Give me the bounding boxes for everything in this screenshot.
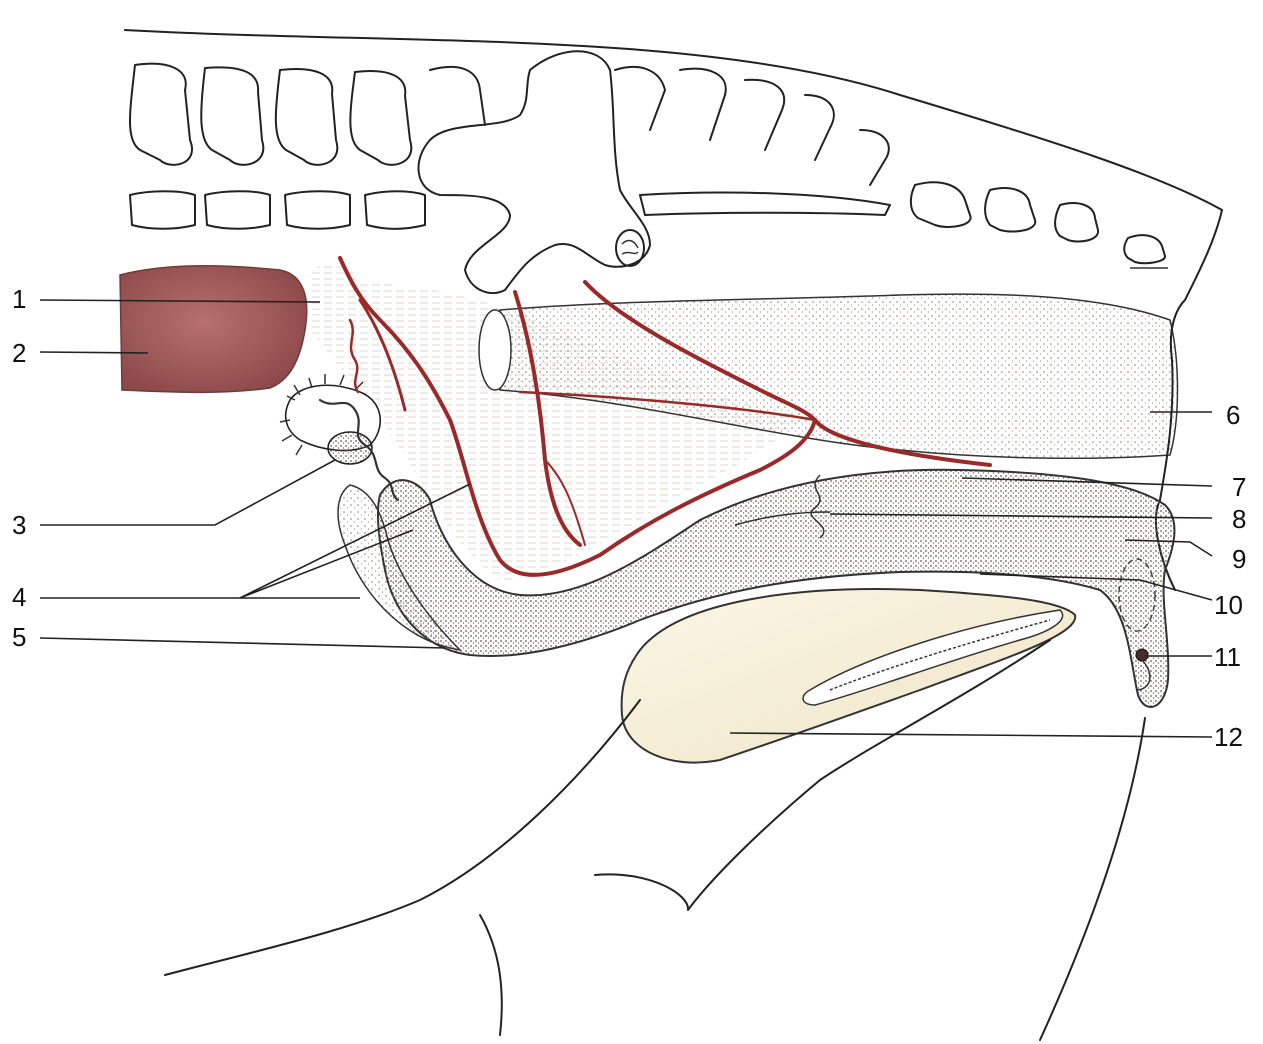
label-4: 4 [12,582,26,612]
label-12: 12 [1214,722,1243,752]
label-2: 2 [12,338,26,368]
label-7: 7 [1232,472,1246,502]
pelvic-bone-cross-section [616,230,644,266]
label-11: 11 [1214,642,1241,672]
label-1: 1 [12,284,26,314]
label-9: 9 [1232,544,1246,574]
ventral-outline [165,700,640,975]
back-outline [125,30,1222,210]
ovary [120,266,307,393]
label-3: 3 [12,510,26,540]
label-5: 5 [12,622,26,652]
label-6: 6 [1226,400,1240,430]
pelvic-bone [419,51,650,293]
label-10: 10 [1214,590,1243,620]
label-8: 8 [1232,504,1246,534]
